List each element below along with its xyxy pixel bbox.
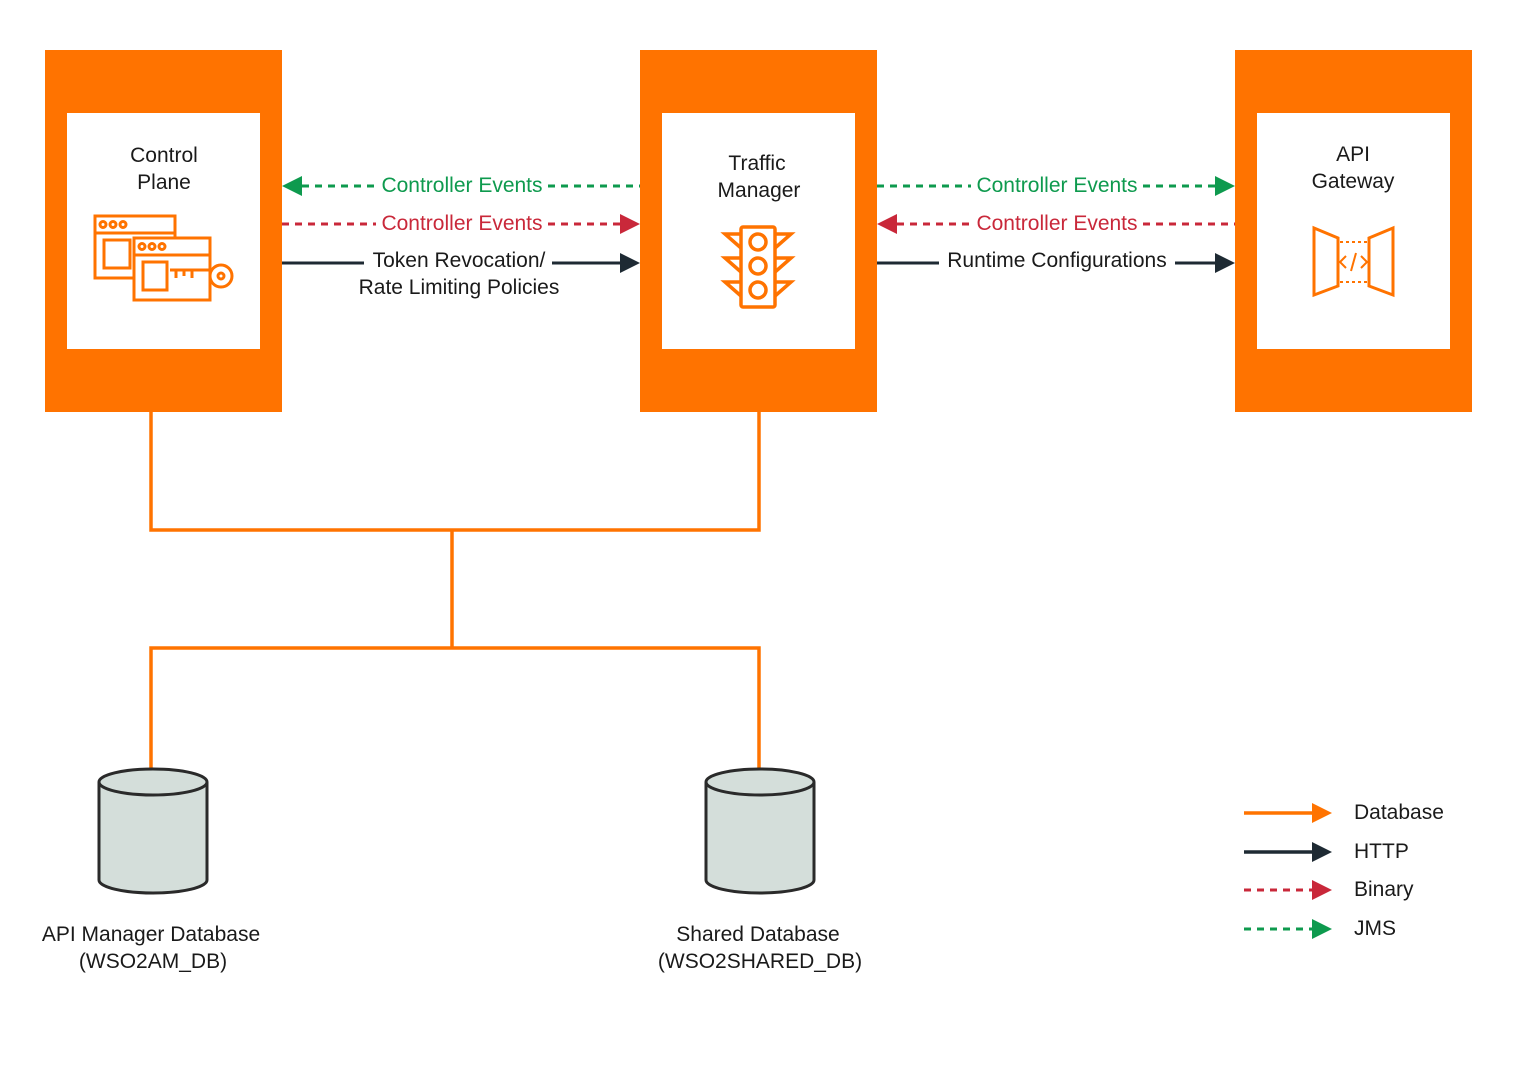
cp-tm-jms-connection: Controller Events xyxy=(282,174,640,197)
api-gateway-node: API Gateway xyxy=(1235,50,1472,412)
api-manager-database: API Manager Database (WSO2AM_DB) xyxy=(42,767,260,973)
control-plane-label-1: Control xyxy=(130,144,198,167)
legend-database-label: Database xyxy=(1354,801,1444,824)
gateway-code-icon xyxy=(1312,225,1395,298)
tm-gw-jms-connection: Controller Events xyxy=(877,174,1235,197)
tm-gw-http-connection: Runtime Configurations xyxy=(877,249,1235,273)
control-plane-node: Control Plane xyxy=(45,50,282,412)
legend-jms: JMS xyxy=(1244,917,1396,940)
browser-windows-key-icon xyxy=(93,214,234,302)
api-gateway-label-1: API xyxy=(1336,143,1370,166)
tm-gw-jms-label: Controller Events xyxy=(976,174,1137,197)
shared-db-label-2: (WSO2SHARED_DB) xyxy=(658,950,862,973)
legend-binary: Binary xyxy=(1244,878,1414,901)
legend-jms-label: JMS xyxy=(1354,917,1396,940)
tm-gw-binary-label: Controller Events xyxy=(976,212,1137,235)
shared-database: Shared Database (WSO2SHARED_DB) xyxy=(658,767,862,973)
apim-db-label-2: (WSO2AM_DB) xyxy=(79,950,227,973)
shared-db-label-1: Shared Database xyxy=(676,923,839,946)
legend-http: HTTP xyxy=(1244,840,1409,863)
cp-tm-http-label-1: Token Revocation/ xyxy=(373,249,546,272)
legend: Database HTTP Binary JMS xyxy=(1244,801,1444,940)
cp-tm-binary-connection: Controller Events xyxy=(282,212,640,235)
traffic-manager-node: Traffic Manager xyxy=(640,50,877,412)
api-gateway-label-2: Gateway xyxy=(1312,170,1395,193)
apim-db-label-1: API Manager Database xyxy=(42,923,260,946)
legend-binary-label: Binary xyxy=(1354,878,1414,901)
cp-tm-http-connection: Token Revocation/ Rate Limiting Policies xyxy=(282,249,640,299)
legend-database: Database xyxy=(1244,801,1444,824)
tm-gw-http-label: Runtime Configurations xyxy=(947,249,1166,272)
legend-http-label: HTTP xyxy=(1354,840,1409,863)
cp-tm-http-label-2: Rate Limiting Policies xyxy=(359,276,560,299)
traffic-manager-label-2: Manager xyxy=(718,179,801,202)
traffic-light-icon xyxy=(720,225,796,309)
control-plane-label-2: Plane xyxy=(137,171,191,194)
cp-tm-binary-label: Controller Events xyxy=(381,212,542,235)
cp-tm-jms-label: Controller Events xyxy=(381,174,542,197)
tm-gw-binary-connection: Controller Events xyxy=(877,212,1235,235)
database-connection-lines xyxy=(149,412,761,768)
traffic-manager-label-1: Traffic xyxy=(728,152,785,175)
